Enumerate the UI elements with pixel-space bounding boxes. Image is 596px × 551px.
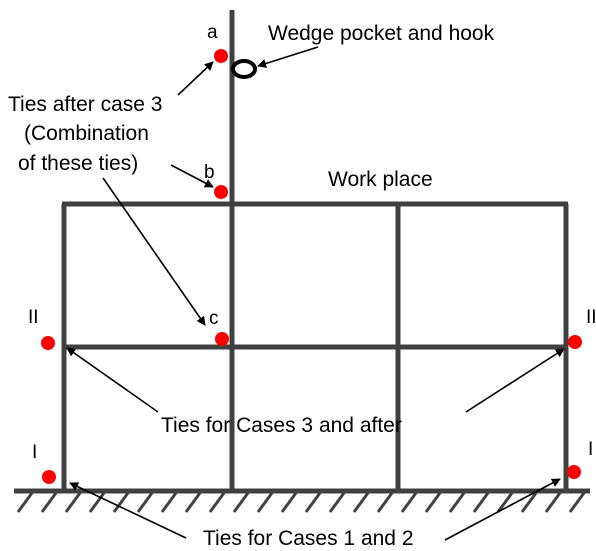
- point-label-c: c: [209, 308, 219, 329]
- tie-point-right-I: [567, 465, 581, 479]
- label-ties-after-case-3-line3: of these ties): [18, 152, 138, 175]
- ground-hatch-mark: [88, 492, 106, 513]
- ground-hatch-mark: [160, 492, 178, 513]
- arrow-to-right-II-tie: [465, 348, 565, 413]
- tie-point-left-II: [41, 336, 55, 350]
- ground-hatch-mark: [376, 492, 394, 513]
- label-wedge-pocket-and-hook: Wedge pocket and hook: [268, 22, 495, 45]
- ground-hatch-mark: [520, 492, 538, 513]
- point-label-left-II: II: [28, 307, 39, 328]
- ground-hatch-mark: [16, 492, 34, 513]
- ground-hatching: [16, 492, 586, 513]
- ground-hatch-mark: [544, 492, 562, 513]
- tie-point-a: [214, 49, 228, 63]
- ground-hatch-mark: [496, 492, 514, 513]
- arrow-to-left-I-tie: [69, 482, 187, 539]
- ground-hatch-mark: [232, 492, 250, 513]
- ground-hatch-mark: [352, 492, 370, 513]
- wedge-pocket-ring: [231, 59, 257, 79]
- ground-hatch-mark: [400, 492, 418, 513]
- tie-point-left-I: [42, 470, 56, 484]
- arrow-to-point-b: [170, 164, 214, 188]
- arrow-to-left-II-tie: [66, 347, 159, 413]
- ground-hatch-mark: [424, 492, 442, 513]
- tie-point-c: [215, 332, 229, 346]
- arrow-to-point-a: [177, 61, 214, 96]
- ground-hatch-mark: [472, 492, 490, 513]
- point-labels: a b c II II I I: [28, 22, 596, 463]
- ground-hatch-mark: [304, 492, 322, 513]
- point-label-b: b: [204, 162, 215, 183]
- label-work-place: Work place: [328, 168, 433, 191]
- point-label-left-I: I: [32, 442, 37, 463]
- ground-hatch-mark: [40, 492, 58, 513]
- ground-hatch-mark: [208, 492, 226, 513]
- ground-hatch-mark: [280, 492, 298, 513]
- annotation-labels: Wedge pocket and hook Ties after case 3 …: [8, 22, 495, 550]
- point-label-right-I: I: [588, 439, 593, 460]
- label-ties-for-cases-1-and-2: Ties for Cases 1 and 2: [203, 527, 414, 550]
- label-ties-after-case-3-line2: (Combination: [24, 122, 149, 145]
- arrows: [66, 46, 565, 541]
- ground-hatch-mark: [328, 492, 346, 513]
- ground-hatch-mark: [112, 492, 130, 513]
- tie-points: [41, 49, 582, 484]
- arrow-to-right-I-tie: [444, 478, 561, 541]
- point-label-a: a: [207, 22, 218, 43]
- tie-point-b: [214, 185, 228, 199]
- arrow-to-point-c: [102, 177, 206, 326]
- label-ties-after-case-3-line1: Ties after case 3: [8, 93, 162, 116]
- ground-hatch-mark: [184, 492, 202, 513]
- ground-hatch-mark: [448, 492, 466, 513]
- ground-hatch-mark: [568, 492, 586, 513]
- ground-hatch-mark: [64, 492, 82, 513]
- arrow-to-wedge-pocket: [257, 46, 319, 68]
- ground: [14, 488, 590, 513]
- label-ties-for-cases-3-and-after: Ties for Cases 3 and after: [161, 414, 402, 437]
- tie-point-right-II: [568, 335, 582, 349]
- ground-hatch-mark: [136, 492, 154, 513]
- ground-hatch-mark: [256, 492, 274, 513]
- point-label-right-II: II: [586, 307, 596, 328]
- scaffold-frame: [61, 10, 569, 490]
